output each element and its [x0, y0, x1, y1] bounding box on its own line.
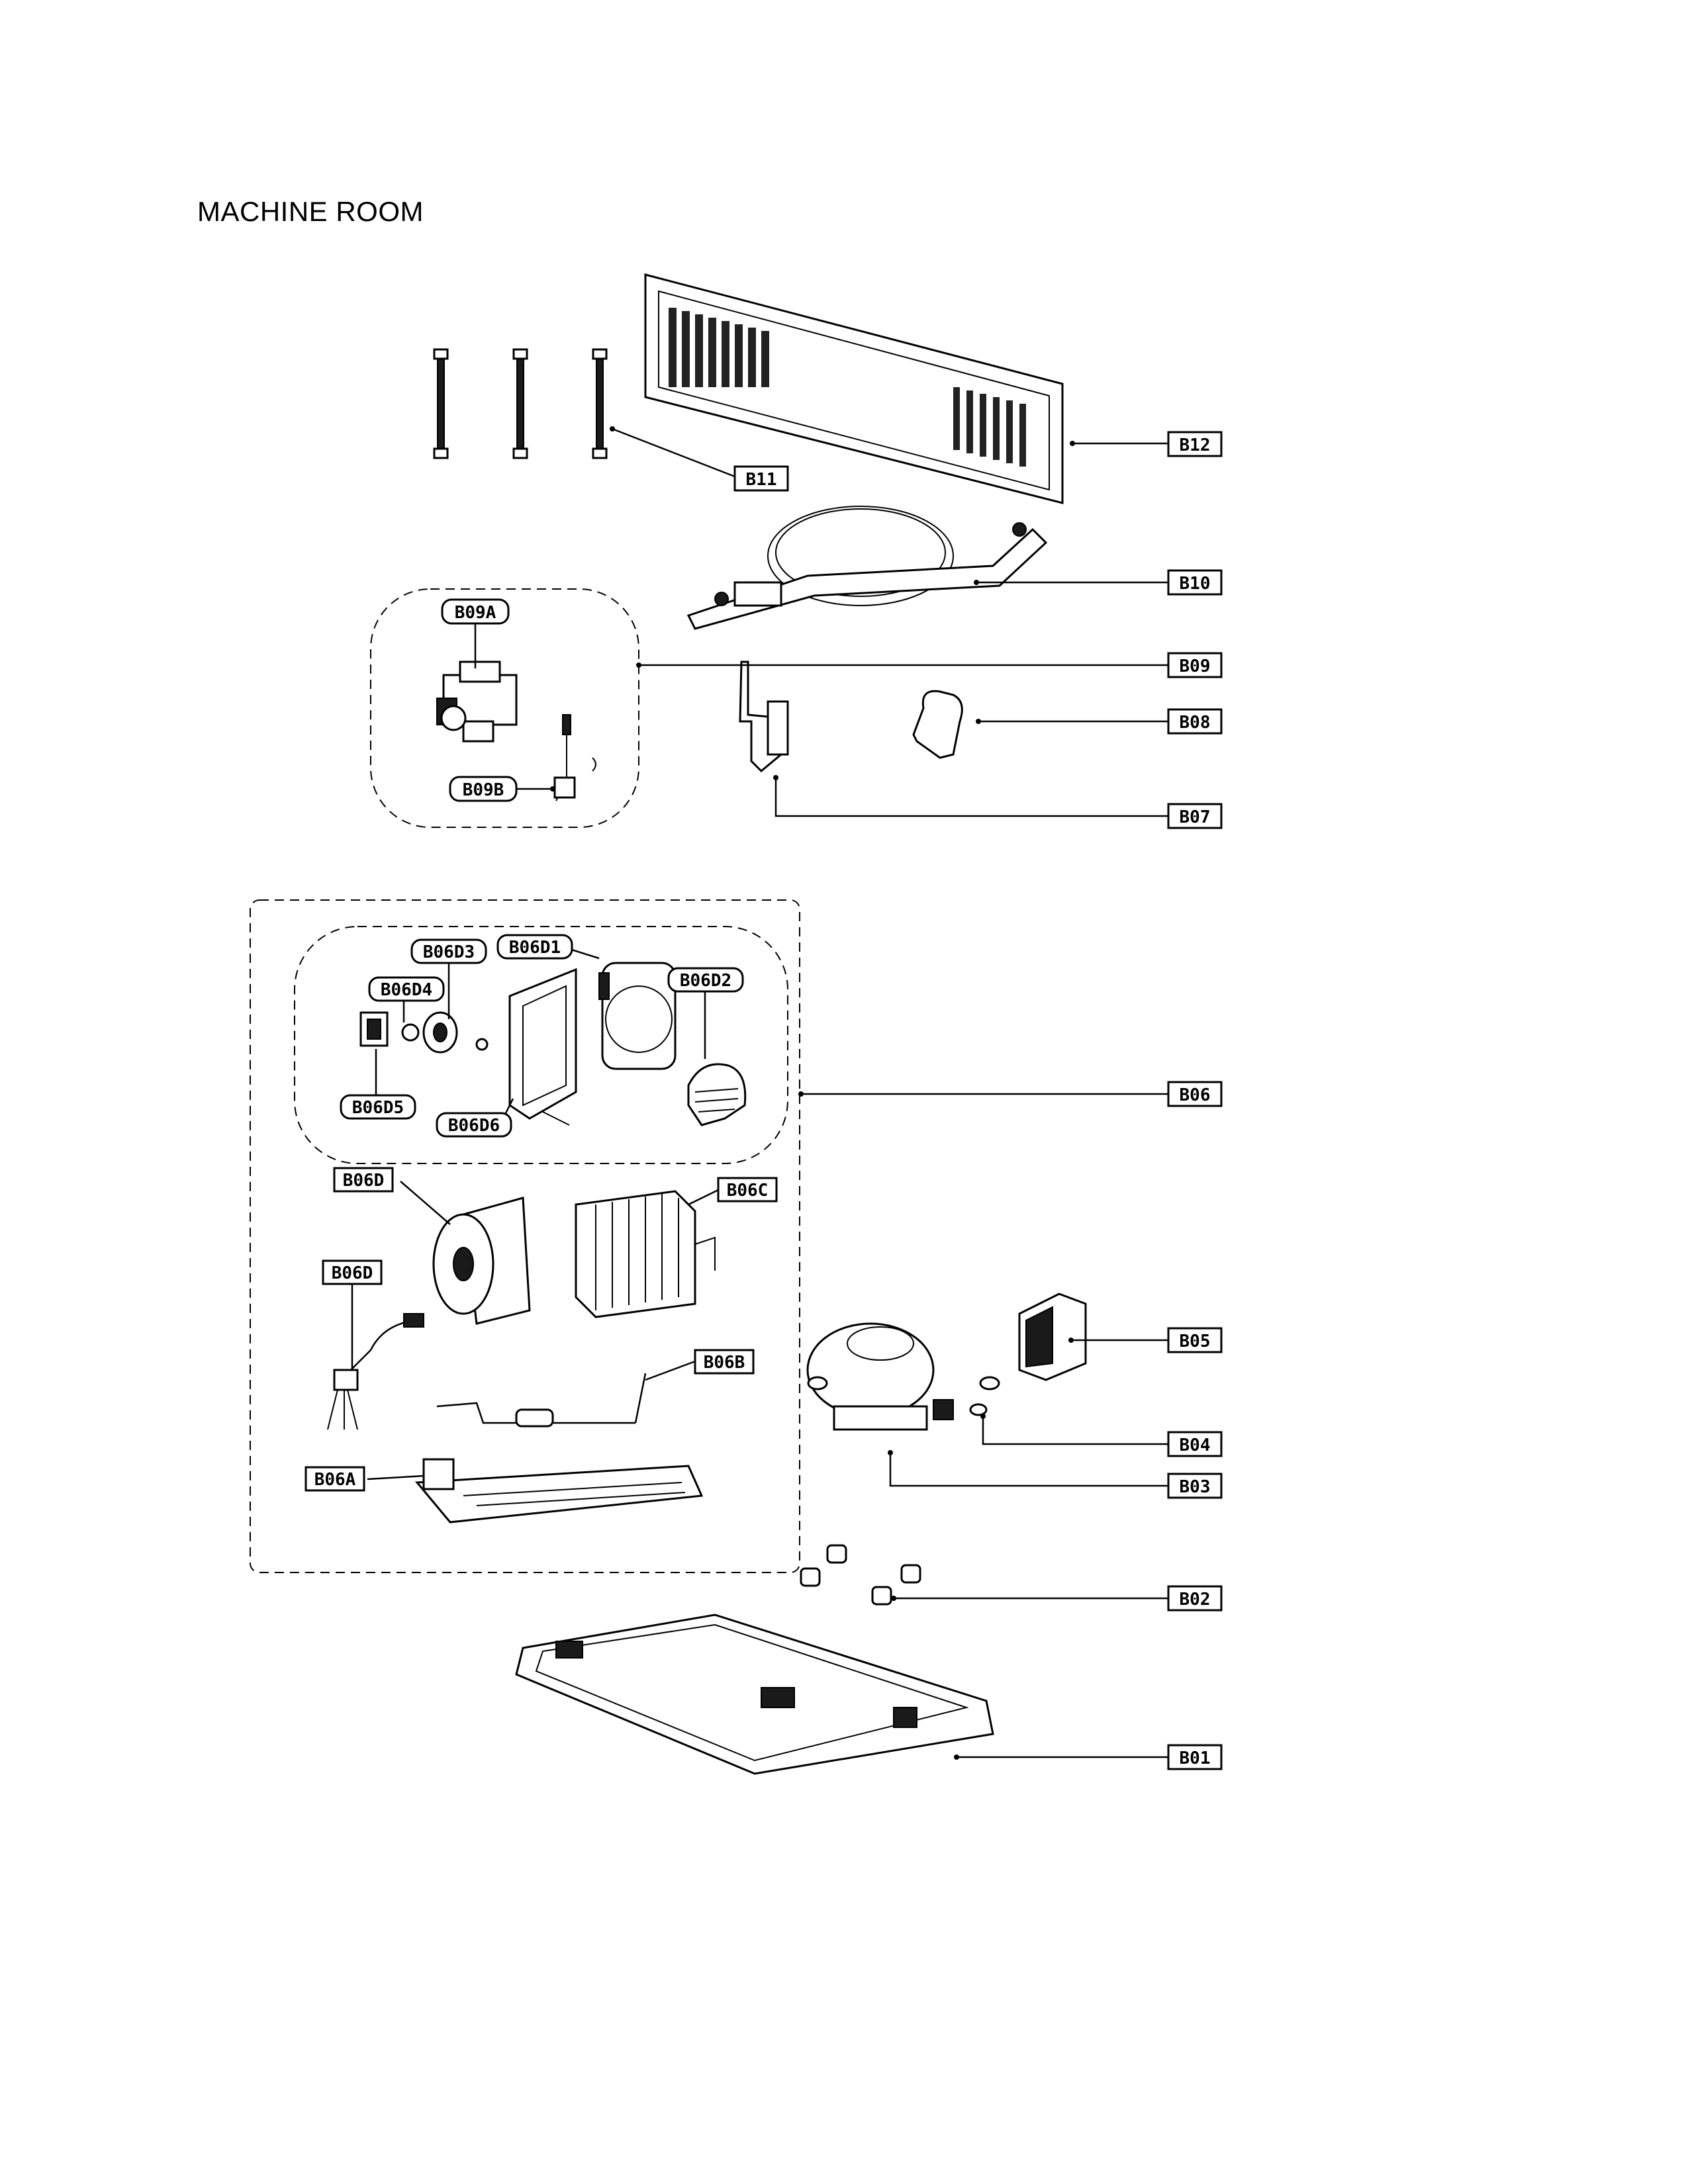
svg-text:B06A: B06A: [314, 1470, 356, 1490]
part-condenser-fan: [432, 1197, 531, 1325]
part-control-box: [1018, 1293, 1087, 1381]
part-base-plate: [515, 1614, 994, 1775]
part-drain-pan: [414, 1458, 704, 1524]
svg-text:B02: B02: [1180, 1590, 1211, 1610]
svg-text:B06D1: B06D1: [509, 938, 561, 958]
label-B06D3: B06D3: [410, 938, 487, 964]
svg-text:B06D: B06D: [332, 1263, 373, 1283]
label-B12: B12: [1167, 431, 1223, 457]
label-B04: B04: [1167, 1431, 1223, 1457]
leader-lines: [351, 426, 1168, 1760]
label-B08: B08: [1167, 708, 1223, 735]
part-water-valve: [436, 660, 518, 743]
svg-text:B01: B01: [1180, 1749, 1211, 1768]
svg-text:B06B: B06B: [704, 1353, 745, 1373]
svg-text:B03: B03: [1180, 1477, 1211, 1497]
part-compressor-clip: [969, 1403, 988, 1416]
svg-text:B06C: B06C: [727, 1181, 769, 1201]
svg-text:B06D6: B06D6: [448, 1116, 500, 1136]
label-B02: B02: [1167, 1585, 1223, 1612]
part-fan-blade-large: [687, 1063, 747, 1126]
label-B06C: B06C: [717, 1177, 778, 1203]
label-B06D-harness: B06D: [322, 1259, 383, 1285]
part-defrost-heater: [436, 1373, 647, 1428]
part-fan-motor-bracket: [359, 1011, 389, 1047]
label-B05: B05: [1167, 1327, 1223, 1353]
label-B06D-fan: B06D: [333, 1167, 394, 1193]
part-compressor: [806, 1322, 954, 1431]
label-B06D4: B06D4: [368, 976, 445, 1002]
part-fan-blade: [422, 1011, 489, 1054]
part-wire-harness: [327, 1313, 424, 1430]
label-B09B: B09B: [449, 776, 518, 802]
group-b06d-subassembly: [294, 926, 788, 1164]
label-B10: B10: [1167, 569, 1223, 596]
label-B07: B07: [1167, 803, 1223, 829]
part-condenser-coil: [575, 1190, 716, 1318]
svg-text:B04: B04: [1180, 1435, 1211, 1455]
svg-text:B06D5: B06D5: [352, 1098, 404, 1118]
part-hoses: [433, 348, 608, 459]
part-rear-cover: [644, 273, 1064, 504]
label-B01: B01: [1167, 1744, 1223, 1770]
part-grommets: [807, 1376, 1000, 1390]
svg-text:B06: B06: [1180, 1085, 1211, 1105]
part-fan-shroud-cover: [508, 968, 577, 1126]
part-rubber-feet: [800, 1544, 921, 1606]
label-B06D6: B06D6: [436, 1112, 512, 1138]
part-fan-shroud: [598, 962, 677, 1070]
svg-text:B06D: B06D: [343, 1171, 385, 1191]
part-clip: [912, 690, 963, 759]
svg-text:B06D3: B06D3: [423, 942, 475, 962]
svg-text:B10: B10: [1180, 574, 1211, 594]
svg-text:B06D2: B06D2: [680, 971, 731, 991]
label-B09: B09: [1167, 652, 1223, 678]
part-valve-harness: [553, 714, 596, 801]
label-B06D2: B06D2: [667, 967, 744, 993]
label-B11: B11: [733, 465, 789, 492]
label-B06B: B06B: [694, 1349, 755, 1375]
svg-text:B09B: B09B: [463, 780, 504, 800]
svg-text:B06D4: B06D4: [381, 980, 432, 1000]
label-B06: B06: [1167, 1081, 1223, 1107]
svg-text:B12: B12: [1180, 435, 1211, 455]
svg-text:B09A: B09A: [455, 603, 496, 623]
label-B06A: B06A: [305, 1466, 365, 1492]
svg-text:B05: B05: [1180, 1332, 1211, 1351]
part-bracket: [739, 660, 789, 773]
label-B03: B03: [1167, 1473, 1223, 1499]
svg-text:B07: B07: [1180, 807, 1211, 827]
label-B09A: B09A: [441, 598, 510, 625]
svg-text:B11: B11: [746, 470, 777, 490]
part-fan-motor-small: [401, 1023, 420, 1042]
part-tube-assembly: [686, 506, 1048, 630]
svg-text:B08: B08: [1180, 713, 1211, 733]
svg-text:B09: B09: [1180, 657, 1211, 676]
label-B06D5: B06D5: [340, 1094, 416, 1120]
page-title: MACHINE ROOM: [197, 196, 424, 227]
label-B06D1: B06D1: [496, 934, 573, 960]
group-b06: [250, 899, 800, 1573]
